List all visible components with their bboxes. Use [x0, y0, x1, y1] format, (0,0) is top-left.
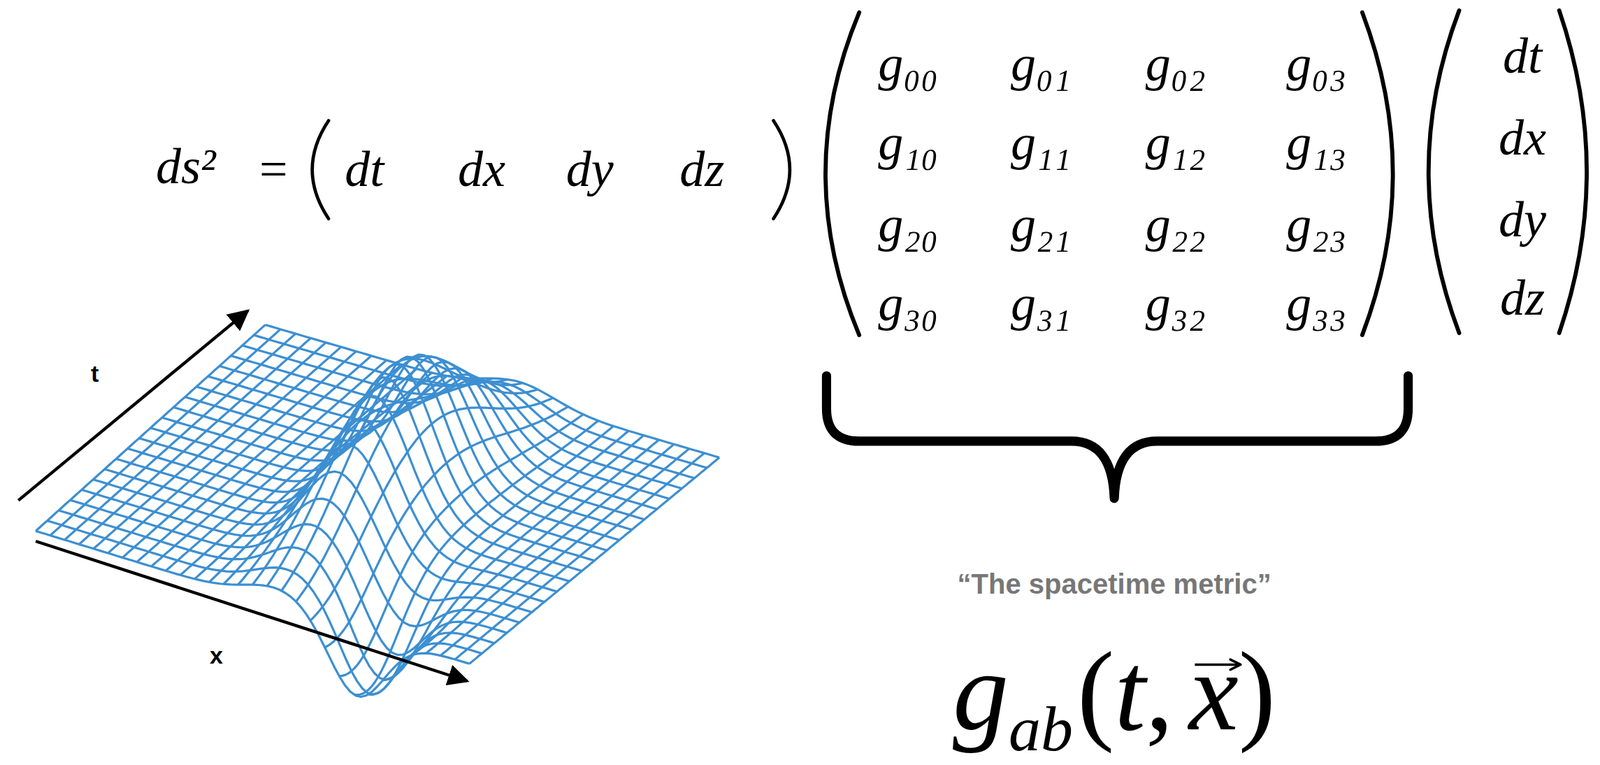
x-axis-arrow — [35, 541, 468, 681]
metric-component: g₂₀ — [877, 199, 939, 250]
mesh-line — [265, 325, 720, 458]
matrix-paren — [825, 12, 860, 335]
metric-component: g₁₃ — [1286, 117, 1347, 168]
formula-symbol: , — [1145, 629, 1174, 754]
row-differential: dz — [679, 143, 725, 195]
axis-label: x — [209, 643, 223, 667]
metric-component: g₁₂ — [1145, 117, 1206, 168]
row-vector-paren — [773, 120, 790, 219]
formula-symbol: ) — [1238, 629, 1276, 754]
metric-component: g₂₁ — [1010, 199, 1071, 250]
metric-component: g₃₀ — [877, 278, 939, 329]
metric-component: g₃₂ — [1145, 278, 1206, 329]
column-vector-paren — [1428, 10, 1460, 333]
spacetime-mesh — [35, 325, 720, 697]
formula-symbol: g — [952, 629, 1009, 754]
row-differential: dt — [344, 143, 384, 195]
mesh-line — [92, 471, 532, 612]
metric-component: g₀₁ — [1010, 38, 1071, 89]
metric-component: g₀₀ — [877, 38, 939, 89]
mesh-line — [127, 395, 569, 581]
metric-formula: gab(t,x) — [952, 635, 1276, 760]
formula-symbol: x — [1188, 629, 1239, 754]
row-vector-paren — [312, 120, 329, 219]
metric-component: g₁₀ — [877, 117, 939, 168]
formula-symbol: ( — [1077, 629, 1115, 754]
formula-symbol: t — [1114, 629, 1145, 754]
matrix-paren — [1362, 12, 1394, 335]
metric-component: g₂₃ — [1286, 199, 1347, 250]
column-differential: dy — [1498, 194, 1547, 245]
metric-component: g₁₁ — [1010, 117, 1071, 168]
mesh-line — [242, 345, 695, 479]
row-differential: dx — [457, 143, 506, 195]
column-differential: dt — [1502, 30, 1542, 82]
caption: “The spacetime metric” — [957, 569, 1272, 598]
column-differential: dx — [1498, 112, 1547, 163]
column-differential: dz — [1500, 272, 1545, 323]
metric-component: g₀₂ — [1145, 38, 1206, 89]
curly-brace — [826, 376, 1408, 499]
metric-component: g₂₂ — [1145, 199, 1206, 250]
mesh-line — [173, 354, 620, 540]
equals-sign: = — [259, 143, 288, 195]
mesh-line — [230, 355, 682, 489]
formula-symbol: ab — [1008, 692, 1073, 765]
mesh-line — [81, 489, 520, 626]
row-differential: dy — [566, 143, 614, 195]
mesh-line — [185, 356, 632, 530]
mesh-line — [208, 368, 658, 509]
mesh-line — [47, 520, 483, 695]
mesh-line — [295, 376, 538, 602]
mesh-line — [253, 334, 707, 468]
metric-component: g₃₃ — [1286, 278, 1347, 329]
mesh-line — [35, 530, 470, 697]
t-axis-arrow — [18, 310, 248, 501]
metric-component: g₀₃ — [1286, 38, 1347, 89]
line-element: ds² — [155, 141, 216, 192]
axis-label: t — [90, 361, 99, 386]
metric-component: g₃₁ — [1010, 278, 1071, 329]
column-vector-paren — [1559, 10, 1587, 333]
